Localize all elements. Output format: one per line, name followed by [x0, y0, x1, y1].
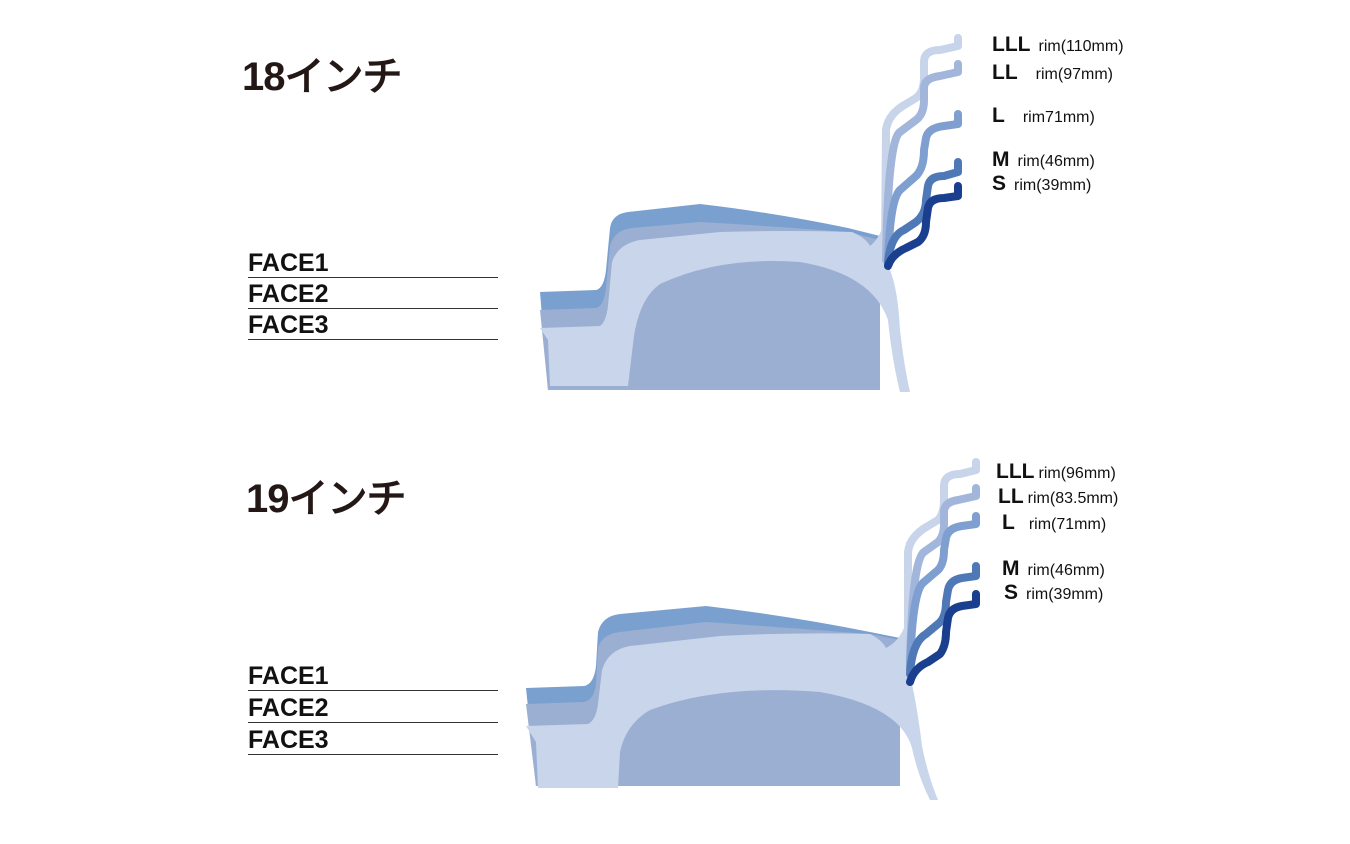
- rim-lll-label: LLL rim(110mm): [992, 33, 1124, 57]
- rim-m-code: M: [1002, 557, 1020, 580]
- rim-lll-width: rim(96mm): [1038, 465, 1116, 482]
- rim-l-width: rim(71mm): [1028, 516, 1107, 533]
- face3-label: FACE3: [248, 727, 498, 755]
- rim-ll-width: rim(97mm): [1035, 66, 1113, 83]
- face1-label: FACE1: [248, 250, 498, 278]
- rim-s-width: rim(39mm): [1026, 586, 1104, 603]
- rim-s-code: S: [1004, 581, 1019, 604]
- face2-label: FACE2: [248, 695, 498, 723]
- rim-s-flange: [884, 182, 962, 270]
- wheel-cross-section-diagram: [540, 34, 962, 392]
- rim-ll-width: rim(83.5mm): [1027, 490, 1119, 507]
- rim-lll-code: LLL: [992, 33, 1031, 56]
- rim-ll-code: LL: [992, 61, 1018, 84]
- size-title: 19インチ: [246, 477, 406, 521]
- rim-lll-code: LLL: [996, 460, 1035, 483]
- face3-profile: [526, 542, 938, 800]
- rim-ll-code: LL: [998, 485, 1024, 508]
- rim-lll-width: rim(110mm): [1038, 38, 1124, 55]
- rim-l-code: L: [1002, 511, 1015, 534]
- rim-l-flange: [906, 512, 980, 674]
- rim-l-code: L: [992, 104, 1005, 127]
- rim-ll-flange: [882, 60, 962, 264]
- wheel-cross-section-diagram: [526, 458, 980, 800]
- rim-m-width: rim(46mm): [1027, 562, 1105, 579]
- rim-m-flange: [906, 562, 980, 678]
- rim-l-width: rim71mm): [1022, 109, 1095, 126]
- rim-s-flange: [906, 590, 980, 686]
- size-title: 18インチ: [242, 55, 402, 99]
- rim-s-code: S: [992, 172, 1007, 195]
- face3-label: FACE3: [248, 312, 498, 340]
- rim-s-width: rim(39mm): [1014, 177, 1092, 194]
- rim-ll-flange: [906, 484, 980, 670]
- face2-label: FACE2: [248, 281, 498, 309]
- rim-l-flange: [884, 110, 962, 266]
- face3-profile: [540, 130, 910, 392]
- rim-m-width: rim(46mm): [1017, 153, 1095, 170]
- rim-m-code: M: [992, 148, 1010, 171]
- rim-ll-label: LL rim(97mm): [992, 61, 1113, 85]
- face1-label: FACE1: [248, 663, 498, 691]
